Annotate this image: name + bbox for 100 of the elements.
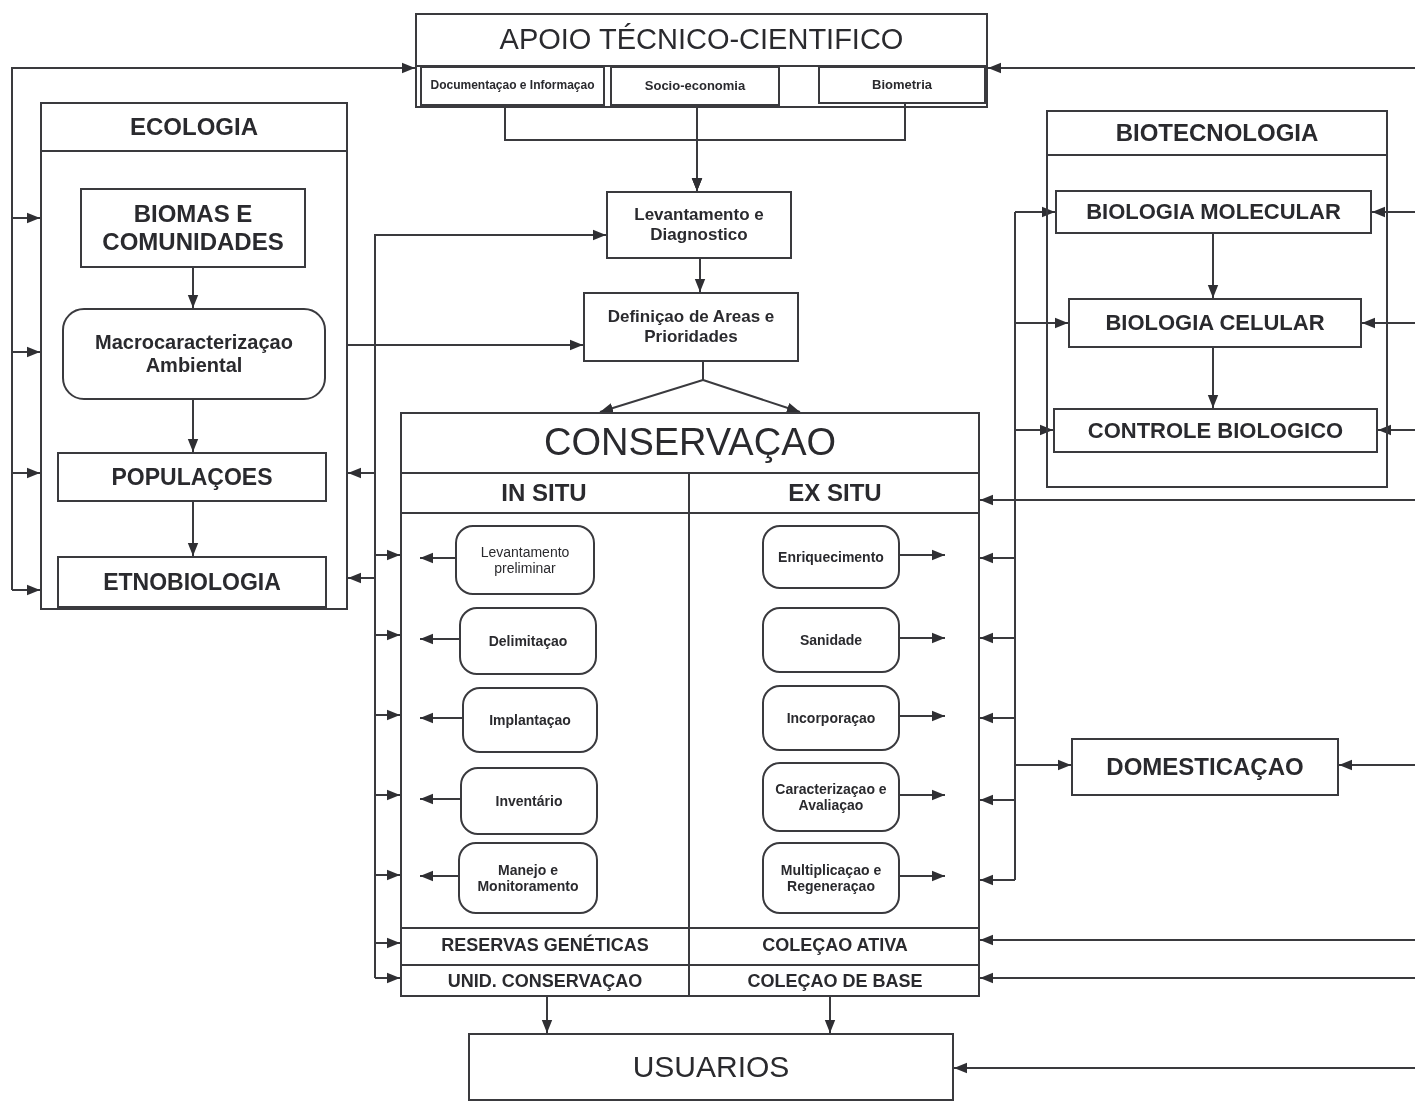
arrow — [347, 572, 376, 584]
arrow — [1014, 317, 1069, 329]
label: USUARIOS — [632, 1049, 790, 1085]
arrow — [1377, 424, 1415, 436]
heading: CONSERVAÇAO — [543, 421, 837, 465]
label: Documentaçao e Informaçao — [430, 79, 595, 93]
arrow — [347, 467, 376, 479]
label: BIOMAS E COMUNIDADES — [101, 200, 285, 256]
arrow — [374, 789, 401, 801]
label: Definiçao de Areas e Prioridades — [606, 307, 776, 347]
process-box — [1068, 298, 1362, 348]
arrow — [1014, 424, 1054, 436]
arrow — [1207, 233, 1219, 299]
label: DOMESTICAÇAO — [1106, 753, 1304, 781]
label: CONTROLE BIOLOGICO — [1087, 417, 1344, 444]
arrow — [374, 709, 401, 721]
arrow — [899, 549, 946, 561]
process-box — [62, 308, 326, 400]
label: BIOLOGIA CELULAR — [1105, 310, 1325, 336]
arrow — [1014, 759, 1072, 771]
arrow — [1014, 206, 1056, 218]
heading: IN SITU — [501, 479, 587, 507]
heading: APOIO TÉCNICO-CIENTIFICO — [499, 23, 904, 57]
arrow — [979, 632, 1016, 644]
label: Incorporaçao — [786, 709, 876, 727]
label: Sanidade — [799, 631, 863, 649]
arrow — [374, 869, 401, 881]
process-box — [57, 556, 327, 608]
process-box — [455, 525, 595, 595]
process-box — [610, 66, 780, 106]
label: Caracterizaçao e Avaliaçao — [774, 780, 888, 814]
label: UNID. CONSERVAÇAO — [447, 971, 643, 992]
process-box — [1055, 190, 1372, 234]
label: Biometria — [872, 77, 932, 93]
arrow — [979, 712, 1016, 724]
arrow — [979, 874, 1016, 886]
group-box — [400, 412, 980, 997]
arrow — [1207, 347, 1219, 409]
arrow — [694, 258, 706, 293]
heading: BIOTECNOLOGIA — [1115, 119, 1319, 147]
process-box — [420, 66, 605, 106]
process-box — [762, 842, 900, 914]
label: Levantamento preliminar — [479, 543, 571, 577]
arrow — [899, 789, 946, 801]
process-box — [583, 292, 799, 362]
arrow — [187, 501, 199, 557]
label: Manejo e Monitoramento — [476, 861, 580, 895]
arrow — [1361, 317, 1415, 329]
process-box — [818, 66, 986, 104]
label: Inventário — [495, 792, 563, 810]
process-box — [762, 762, 900, 832]
column-panel — [400, 472, 690, 997]
arrow — [987, 62, 1415, 74]
arrow — [11, 212, 41, 224]
arrow — [979, 934, 1415, 946]
group-box — [1046, 110, 1388, 488]
arrow — [953, 1062, 1415, 1074]
group-box — [40, 102, 348, 610]
label: Delimitaçao — [488, 632, 568, 650]
arrow — [899, 870, 946, 882]
label: RESERVAS GENÉTICAS — [441, 935, 649, 956]
arrow — [824, 996, 836, 1034]
heading: EX SITU — [788, 479, 882, 507]
process-box — [762, 607, 900, 673]
process-box — [762, 685, 900, 751]
label: Macrocaracterizaçao Ambiental — [94, 331, 294, 377]
arrow — [899, 710, 946, 722]
arrow — [187, 399, 199, 453]
label: ETNOBIOLOGIA — [103, 568, 281, 596]
arrow — [11, 467, 41, 479]
process-box — [468, 1033, 954, 1101]
arrow — [419, 793, 461, 805]
arrow — [899, 632, 946, 644]
arrow — [702, 361, 801, 413]
label: POPULAÇOES — [111, 463, 273, 491]
arrow — [541, 996, 553, 1034]
arrow — [11, 62, 416, 219]
process-box — [57, 452, 327, 502]
arrow — [979, 972, 1415, 984]
arrow — [691, 103, 906, 192]
arrow — [1338, 759, 1415, 771]
label: Levantamento e Diagnostico — [633, 205, 765, 245]
process-box — [762, 525, 900, 589]
arrow — [187, 267, 199, 309]
arrow — [347, 339, 584, 351]
arrow — [374, 629, 401, 641]
arrow — [11, 346, 41, 358]
label: Multiplicaçao e Regeneraçao — [779, 861, 883, 895]
arrow — [419, 870, 459, 882]
arrow — [374, 937, 401, 949]
arrow — [979, 494, 1415, 506]
process-box — [606, 191, 792, 259]
process-box — [459, 607, 597, 675]
process-box — [462, 687, 598, 753]
process-box — [458, 842, 598, 914]
arrow — [374, 972, 401, 984]
heading: ECOLOGIA — [130, 113, 258, 141]
label: BIOLOGIA MOLECULAR — [1086, 199, 1341, 225]
label: Enriquecimento — [778, 548, 884, 566]
arrow — [979, 552, 1016, 564]
